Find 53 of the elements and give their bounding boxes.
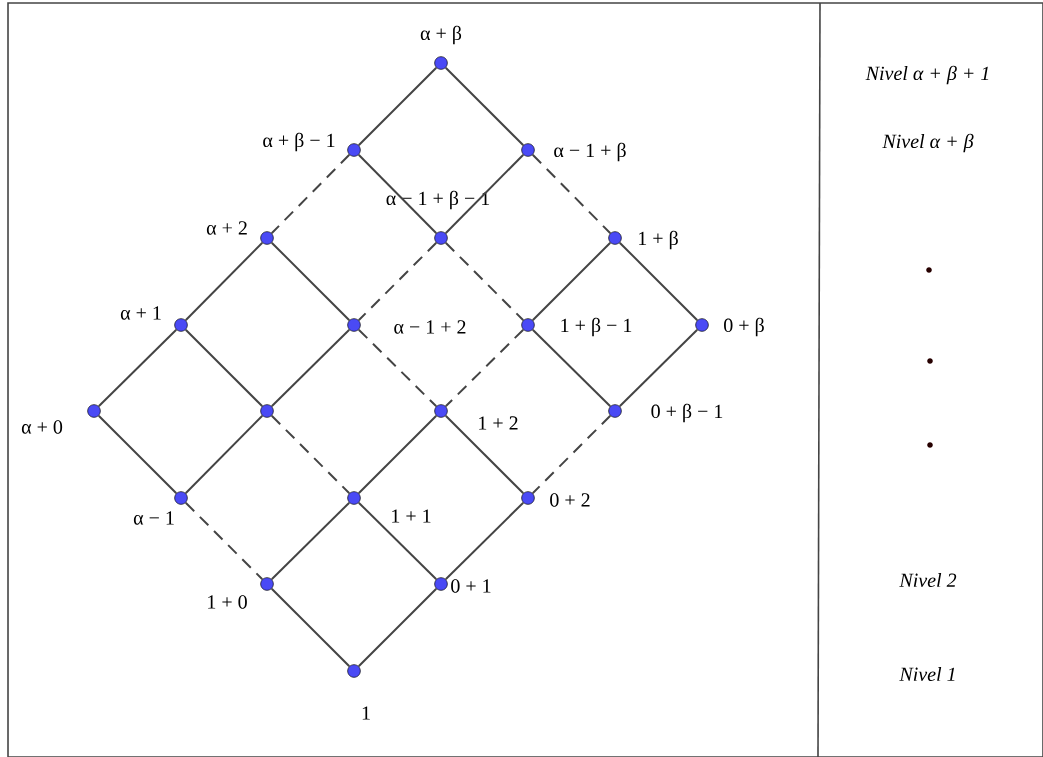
line <box>184 414 264 495</box>
vertex-label: 1 + 0 <box>208 595 247 609</box>
line <box>184 328 264 408</box>
line <box>357 153 438 235</box>
level-label: Nivel 1 <box>899 666 955 681</box>
line <box>357 501 438 581</box>
line <box>444 153 525 235</box>
vertex-label: α − 1 + β <box>554 142 626 162</box>
vertex-label: 1 + 1 <box>392 509 431 523</box>
vertex-label: 0 + 1 <box>451 579 491 593</box>
dashed-line <box>357 241 438 322</box>
line <box>357 587 438 668</box>
line <box>531 241 612 322</box>
vertex-label: 1 + β <box>639 230 678 250</box>
vertex-label: 1 <box>362 706 370 720</box>
line <box>357 414 438 495</box>
line <box>270 328 351 408</box>
line <box>97 414 178 495</box>
vertex-label: 0 + β − 1 <box>651 403 723 423</box>
level-label: Nivel α + β <box>882 133 974 153</box>
line <box>444 66 525 147</box>
vertex-label: 0 + β <box>724 317 764 337</box>
vertex-label: 1 + β − 1 <box>561 317 632 337</box>
dashed-line <box>270 153 351 235</box>
line <box>97 328 178 408</box>
dashed-line <box>531 414 612 495</box>
line <box>270 587 351 668</box>
dashed-line <box>444 241 525 322</box>
line <box>444 501 525 581</box>
line <box>618 241 699 322</box>
vertex-label: α − 1 <box>133 511 174 525</box>
line <box>270 501 351 581</box>
vertex-label: 1 + 2 <box>479 416 518 430</box>
vertex-label: 0 + 2 <box>550 493 590 507</box>
line <box>270 241 351 322</box>
vertex-label: α + 1 <box>120 306 161 320</box>
line <box>531 328 612 408</box>
line <box>184 241 264 322</box>
vertex-label: α + β <box>420 25 462 45</box>
level-label: Nivel 2 <box>899 572 957 587</box>
line <box>444 414 525 495</box>
level-label: Nivel α + β + 1 <box>865 65 989 85</box>
dashed-line <box>270 414 351 495</box>
vertex-label: α + β − 1 <box>263 132 335 152</box>
line <box>618 328 699 408</box>
dashed-line <box>357 328 438 408</box>
line <box>357 66 438 147</box>
dashed-line <box>184 501 264 581</box>
vertex-label: α − 1 + 2 <box>394 320 466 334</box>
vertex-label: α + 0 <box>21 420 63 434</box>
dashed-line <box>444 328 525 408</box>
vertex-label: α + 2 <box>206 221 247 235</box>
dashed-line <box>531 153 612 235</box>
